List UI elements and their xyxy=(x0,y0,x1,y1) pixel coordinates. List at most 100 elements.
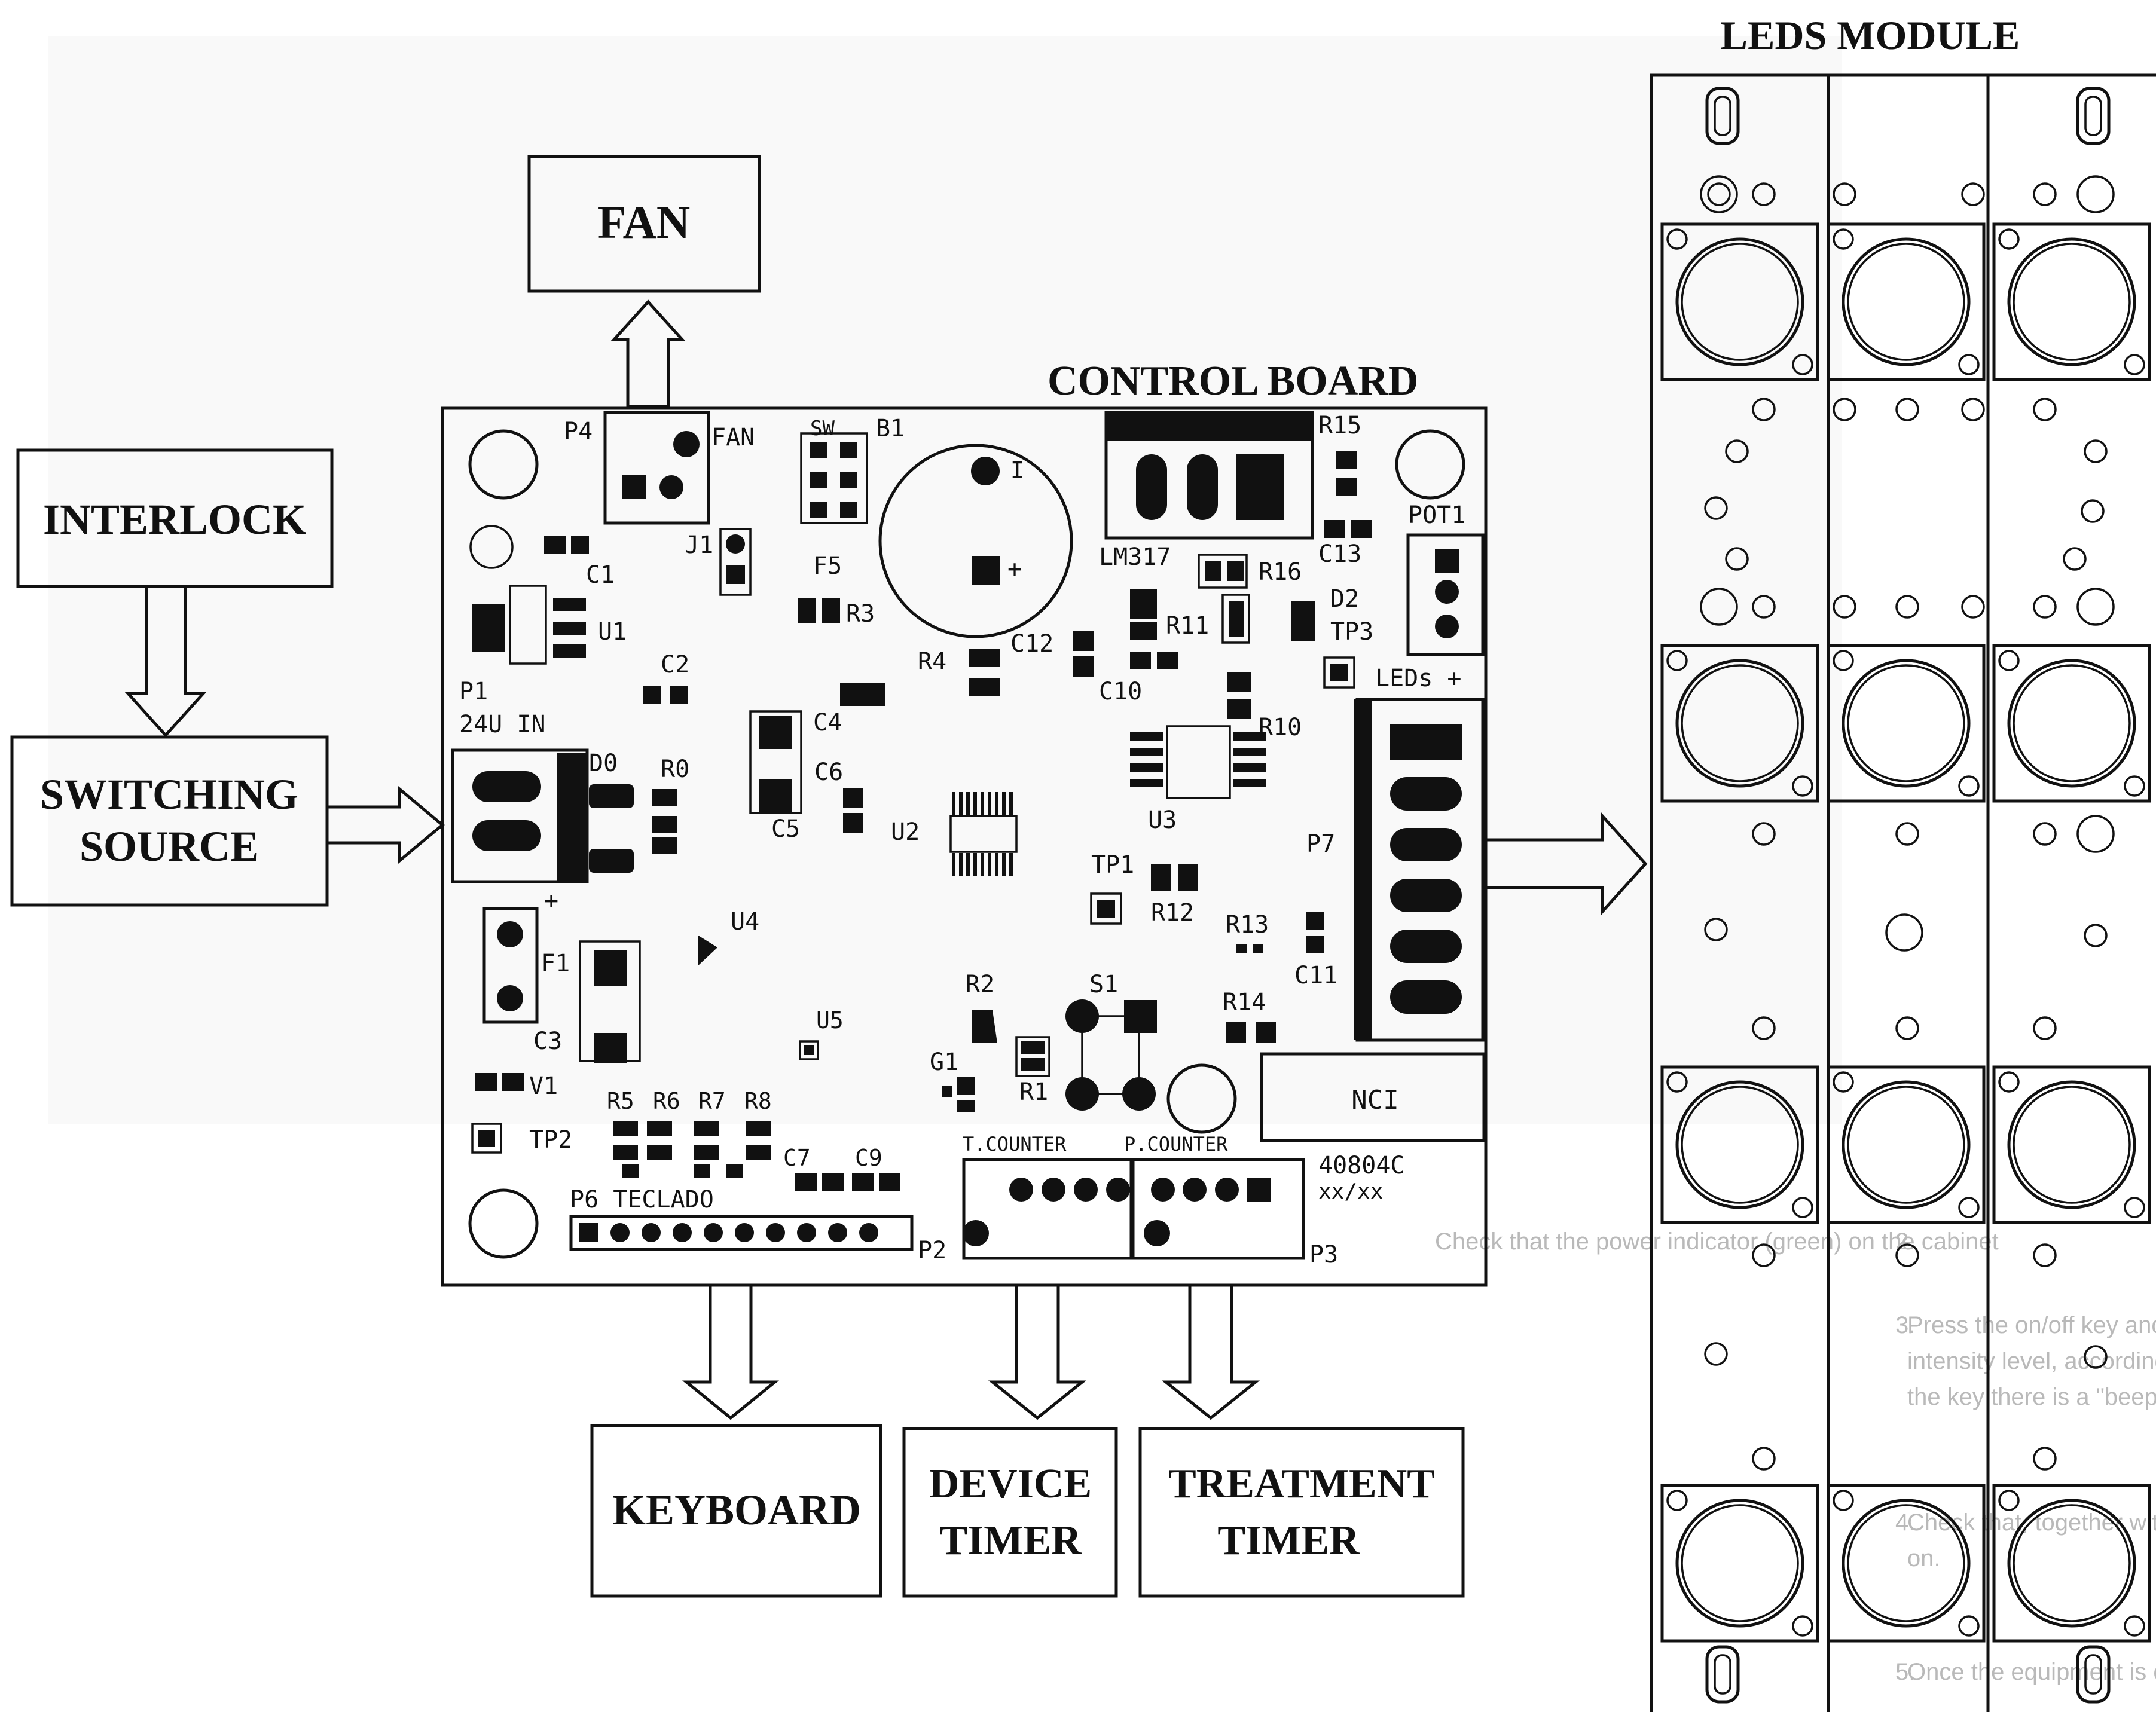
p6-pin xyxy=(766,1223,785,1242)
u3-pin xyxy=(1233,748,1266,756)
lbl-p7: P7 xyxy=(1306,830,1335,858)
u2-pin xyxy=(1009,853,1013,876)
led xyxy=(1828,1067,1984,1222)
lbl-lm317: LM317 xyxy=(1099,543,1171,571)
lbl-r13: R13 xyxy=(1226,911,1269,938)
u3-pin xyxy=(1130,779,1163,787)
lbl-s1: S1 xyxy=(1089,971,1118,998)
lbl-r0: R0 xyxy=(661,756,689,783)
lbl-u2: U2 xyxy=(891,818,920,846)
lbl-b1-minus: I xyxy=(1010,457,1024,484)
u2-pin xyxy=(1002,853,1006,876)
lbl-c13: C13 xyxy=(1318,540,1361,568)
u2-pin xyxy=(981,853,984,876)
lbl-t-counter: T.COUNTER xyxy=(963,1133,1067,1155)
lbl-pot1: POT1 xyxy=(1408,502,1465,529)
lbl-f1: F1 xyxy=(541,950,570,977)
led xyxy=(1994,646,2149,801)
lbl-nci: NCI xyxy=(1351,1085,1398,1115)
module-ring-hole xyxy=(1886,915,1922,950)
module-hole xyxy=(1753,1448,1775,1469)
bg-line: intensity level, according to the corres… xyxy=(1907,1348,2156,1374)
module-ring-hole xyxy=(2078,176,2114,212)
lbl-plus: + xyxy=(544,887,558,915)
keyboard-block: KEYBOARD xyxy=(592,1426,881,1596)
lbl-r3: R3 xyxy=(846,600,875,628)
u2-pin xyxy=(973,853,977,876)
lbl-fan: FAN xyxy=(711,424,755,451)
lbl-c2: C2 xyxy=(661,651,689,678)
bg-line: Press the on/off key and check that the … xyxy=(1907,1312,2156,1338)
p6-pin xyxy=(610,1223,630,1242)
module-hole xyxy=(1705,1343,1727,1365)
u2-pin xyxy=(1002,792,1006,815)
led xyxy=(1994,224,2149,380)
lbl-r16: R16 xyxy=(1259,558,1302,586)
module-hole xyxy=(2082,500,2103,522)
lbl-d2: D2 xyxy=(1330,585,1359,613)
lbl-code2: xx/xx xyxy=(1318,1179,1383,1204)
lbl-b1: B1 xyxy=(876,415,905,442)
lbl-tp2: TP2 xyxy=(529,1126,572,1154)
u3-pin xyxy=(1130,748,1163,756)
board-bottom-arrows xyxy=(686,1285,1256,1418)
module-hole xyxy=(2034,1245,2056,1266)
lbl-c3: C3 xyxy=(533,1028,562,1055)
lbl-d0: D0 xyxy=(589,750,618,777)
u2-pin xyxy=(988,792,991,815)
lbl-tp1: TP1 xyxy=(1091,851,1134,879)
lbl-p1: P1 xyxy=(459,678,488,705)
u3-pin xyxy=(1130,763,1163,772)
lbl-p2: P2 xyxy=(918,1237,946,1264)
treatment-timer-block: TREATMENT TIMER xyxy=(1140,1429,1463,1596)
bg-line: the key there is a "beep" sound as confi… xyxy=(1907,1384,2156,1410)
module-hole xyxy=(1962,596,1984,617)
u3-pin xyxy=(1233,779,1266,787)
module-hole xyxy=(2034,823,2056,845)
u2-pin xyxy=(981,792,984,815)
module-ring-hole xyxy=(2078,589,2114,625)
lbl-f5: F5 xyxy=(813,552,842,580)
module-hole xyxy=(2034,1017,2056,1039)
u2-pin xyxy=(995,792,998,815)
lbl-c5: C5 xyxy=(771,815,800,843)
u2-pin xyxy=(988,853,991,876)
module-hole xyxy=(2085,441,2106,462)
device-timer-label: TIMER xyxy=(939,1518,1082,1564)
lbl-c11: C11 xyxy=(1294,962,1337,989)
led xyxy=(1828,224,1984,380)
lbl-g1: G1 xyxy=(930,1048,958,1076)
module-hole xyxy=(2085,925,2106,946)
module-hole xyxy=(1897,399,1918,420)
led xyxy=(1994,1067,2149,1222)
u2-pin xyxy=(966,853,970,876)
p6-pin xyxy=(704,1223,723,1242)
u3-pin xyxy=(1233,763,1266,772)
u2-pin xyxy=(959,792,963,815)
lbl-p3: P3 xyxy=(1309,1241,1338,1268)
lbl-c12: C12 xyxy=(1010,630,1053,658)
module-hole xyxy=(1962,184,1984,205)
u2-pin xyxy=(973,792,977,815)
keyboard-label: KEYBOARD xyxy=(612,1486,861,1534)
lbl-c7: C7 xyxy=(783,1145,811,1171)
module-hole xyxy=(2034,184,2056,205)
led xyxy=(1994,1485,2149,1641)
lbl-j1: J1 xyxy=(685,531,713,559)
module-hole xyxy=(2064,548,2085,570)
r5-r8-pads xyxy=(613,1121,771,1178)
p6-pin xyxy=(673,1223,692,1242)
lbl-r15: R15 xyxy=(1318,412,1361,439)
lbl-r4: R4 xyxy=(918,648,946,675)
p6-pin xyxy=(642,1223,661,1242)
lbl-leds-plus: LEDs + xyxy=(1375,665,1462,692)
lbl-tp3: TP3 xyxy=(1330,618,1373,646)
lbl-u1: U1 xyxy=(598,618,627,646)
bg-line: Once the equipment is on, press the inte… xyxy=(1907,1659,2156,1685)
p6-pin xyxy=(797,1223,816,1242)
bg-line: Check that the power indicator (green) o… xyxy=(1435,1228,1999,1255)
module-hole xyxy=(2034,596,2056,617)
lbl-r1: R1 xyxy=(1019,1078,1048,1106)
module-ring-hole xyxy=(2078,816,2114,852)
